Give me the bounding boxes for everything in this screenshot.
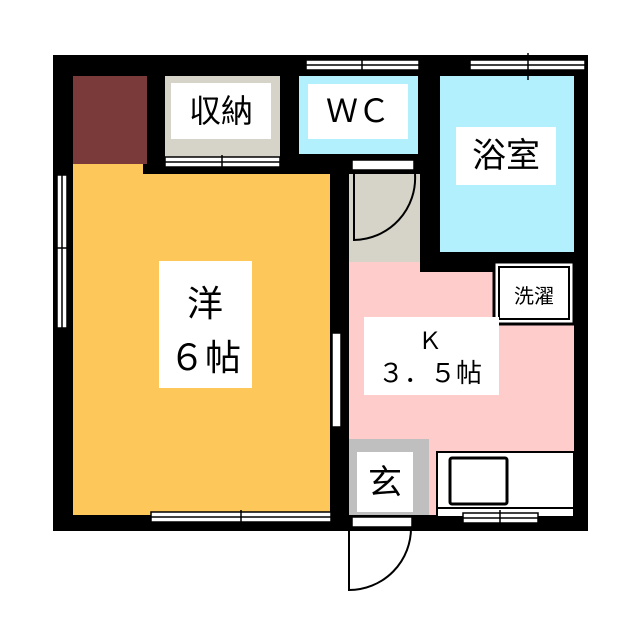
kitchen-label-line1: Ｋ — [418, 327, 442, 355]
wc-label: ＷＣ — [326, 92, 390, 130]
hallway — [349, 174, 420, 274]
entrance-door[interactable] — [348, 526, 413, 592]
storage-label: 収納 — [189, 92, 253, 130]
windows — [53, 53, 586, 528]
hall-door[interactable] — [353, 173, 417, 242]
bath-label: 浴室 — [472, 136, 540, 176]
laundry-label: 洗濯 — [514, 284, 554, 308]
sink — [448, 456, 509, 506]
kitchen-label-line2: ３．５帖 — [378, 359, 482, 389]
western-label-line2: ６帖 — [169, 338, 241, 379]
entrance-label: 玄 — [368, 463, 402, 503]
western-label-line1: 洋 — [187, 284, 223, 325]
closet-dark — [73, 76, 147, 164]
